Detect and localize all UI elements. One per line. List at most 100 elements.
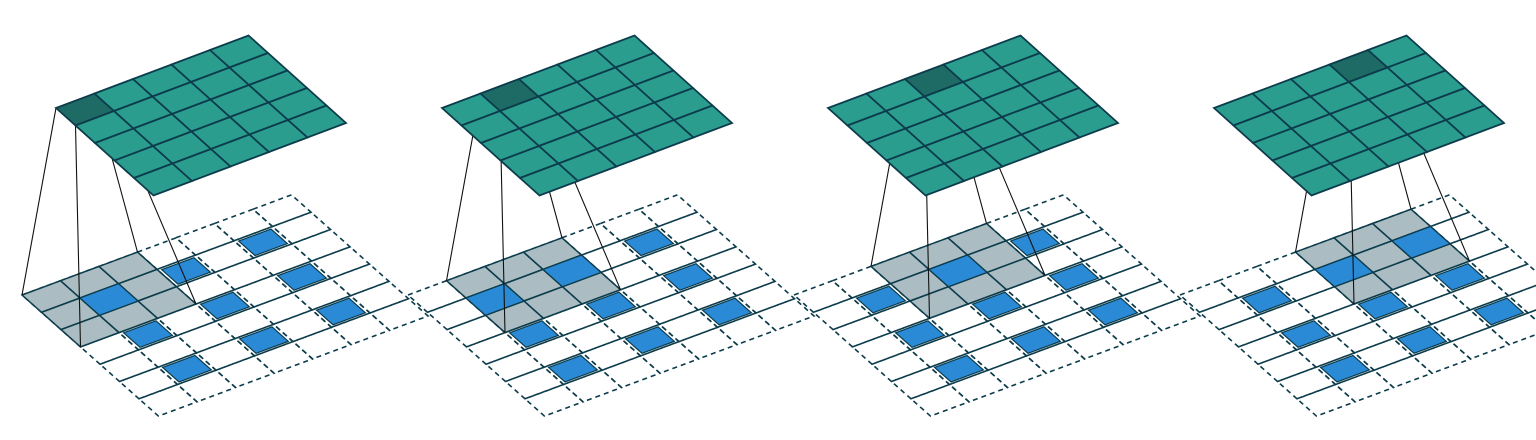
input-cell — [623, 228, 675, 257]
padded-cell — [1449, 326, 1511, 360]
padded-cell — [252, 291, 314, 326]
input-cells — [1241, 225, 1525, 383]
padded-cell — [600, 354, 662, 389]
padded-cell — [1526, 309, 1536, 322]
projection-line — [21, 107, 57, 296]
output-cell — [1444, 104, 1506, 139]
padded-cell — [251, 193, 313, 228]
input-cell — [1319, 354, 1371, 383]
padded-cell — [484, 348, 546, 383]
input-cell — [1434, 262, 1486, 291]
input-cell — [199, 291, 251, 320]
padded-cell — [1372, 354, 1434, 389]
padded-cell — [1448, 228, 1510, 263]
padded-cell — [754, 297, 816, 332]
input-cell-under-kernel — [927, 254, 989, 288]
padded-cell — [1409, 193, 1471, 228]
panel-4 — [1178, 34, 1536, 418]
input-cell — [894, 320, 946, 349]
padded-cell — [1487, 312, 1536, 346]
padded-cell — [676, 228, 738, 263]
input-cell — [1048, 262, 1100, 291]
padded-cell — [1256, 348, 1318, 383]
panel-3 — [792, 34, 1202, 418]
padded-cell — [638, 291, 700, 326]
input-cell — [547, 354, 599, 383]
input-cell — [624, 326, 676, 355]
input-cell — [1396, 326, 1448, 355]
padded-cell — [792, 279, 854, 314]
padded-cell — [213, 257, 275, 291]
projection-line — [74, 125, 82, 347]
output-grid — [826, 34, 1120, 197]
padded-cell — [1023, 193, 1085, 228]
input-cells — [855, 228, 1139, 383]
input-cell — [1241, 285, 1293, 314]
kernel-window — [1294, 208, 1471, 305]
padded-cell — [523, 383, 585, 418]
padded-cell — [1140, 297, 1202, 332]
padded-cell — [1063, 326, 1125, 360]
padded-cell — [137, 383, 199, 418]
padded-cell — [174, 222, 236, 257]
padded-cell — [986, 354, 1048, 389]
output-cell — [286, 104, 348, 139]
input-cell — [1087, 297, 1139, 326]
input-cells — [464, 228, 753, 383]
padded-cell — [290, 228, 352, 263]
padded-cell — [175, 320, 237, 354]
input-cell — [508, 320, 560, 349]
padded-cell — [309, 245, 372, 280]
kernel-window — [869, 222, 1047, 320]
padded-cell — [1081, 245, 1144, 280]
input-cells — [78, 228, 367, 383]
padded-cell — [1506, 284, 1536, 314]
input-cell-under-kernel — [1390, 225, 1452, 259]
input-cell-under-kernel — [1313, 254, 1375, 288]
padded-cell — [909, 383, 971, 418]
output-cell — [672, 104, 734, 139]
padded-cell — [656, 211, 719, 245]
input-cell — [1009, 228, 1061, 257]
input-cell — [122, 320, 174, 349]
padded-cell — [1410, 291, 1472, 326]
padded-cell — [1062, 228, 1124, 263]
padded-cell — [1295, 383, 1357, 418]
output-grid — [440, 34, 734, 197]
padded-cell — [677, 326, 739, 360]
input-cell-under-kernel — [464, 283, 526, 316]
padded-cell — [870, 348, 932, 383]
padded-cell — [947, 320, 1009, 354]
input-cell — [160, 256, 212, 285]
padded-cell — [291, 326, 353, 360]
padded-cell — [1101, 263, 1163, 297]
input-cell — [161, 354, 213, 383]
output-grid — [1212, 34, 1506, 197]
input-cell — [933, 354, 985, 383]
output-cell — [1058, 104, 1120, 139]
input-cell — [971, 291, 1023, 320]
input-cell — [237, 228, 289, 257]
padded-cell — [1042, 211, 1105, 245]
input-cell-under-kernel — [78, 283, 140, 316]
input-cell — [1010, 326, 1062, 355]
input-cell — [585, 291, 637, 320]
panel-1 — [20, 34, 430, 418]
padded-cell — [1333, 320, 1395, 354]
padded-cell — [1467, 245, 1530, 280]
input-cell — [855, 285, 907, 314]
padded-cell — [831, 314, 893, 348]
padded-cell — [695, 245, 758, 280]
padded-cell — [1217, 314, 1279, 348]
padded-cell — [637, 193, 699, 228]
padded-cell — [348, 280, 411, 314]
input-cell-under-kernel — [541, 254, 603, 288]
padded-cell — [1024, 291, 1086, 326]
panel-2 — [406, 34, 816, 418]
input-cell — [1473, 297, 1525, 326]
padded-cell — [715, 263, 777, 297]
input-cell — [1280, 320, 1332, 349]
padded-input-grid — [1178, 193, 1536, 418]
padded-cell — [329, 263, 391, 297]
